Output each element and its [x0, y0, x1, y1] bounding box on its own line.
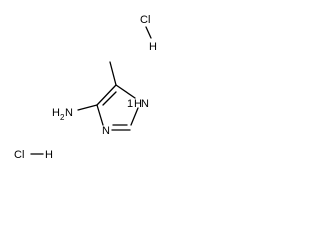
amine-h: H	[52, 107, 60, 119]
hcl-top-h: H	[149, 41, 157, 53]
ring-nh-h: H	[134, 98, 142, 110]
amine-sub: 2	[60, 113, 65, 122]
structure-diagram: Cl H 1 H N N H 2 N Cl H	[14, 14, 157, 161]
ring-n3-label: N	[102, 125, 110, 137]
hcl-bottom-h: H	[45, 149, 53, 161]
ring-nh-label: 1 H N	[127, 98, 149, 110]
hcl-top-cl: Cl	[140, 14, 150, 26]
bond-n1-c2	[130, 107, 139, 126]
bond-c4-c5	[96, 84, 117, 106]
ring-nh-prefix: 1	[127, 98, 133, 110]
amine-bond	[77, 104, 98, 111]
hcl-top: Cl H	[140, 14, 157, 53]
amine-n: N	[65, 107, 73, 119]
hcl-top-bond	[145, 26, 152, 39]
hcl-bottom: Cl H	[14, 149, 53, 161]
amine-label: H 2 N	[52, 107, 73, 122]
bond-n3-c4	[96, 104, 104, 126]
hcl-bottom-cl: Cl	[14, 149, 24, 161]
bond-c4-c5-inner	[102, 91, 117, 106]
imidazole-ring	[96, 84, 139, 131]
ring-nh-n: N	[141, 98, 149, 110]
methyl-bond	[109, 61, 117, 86]
bond-c5-n1	[115, 84, 136, 99]
